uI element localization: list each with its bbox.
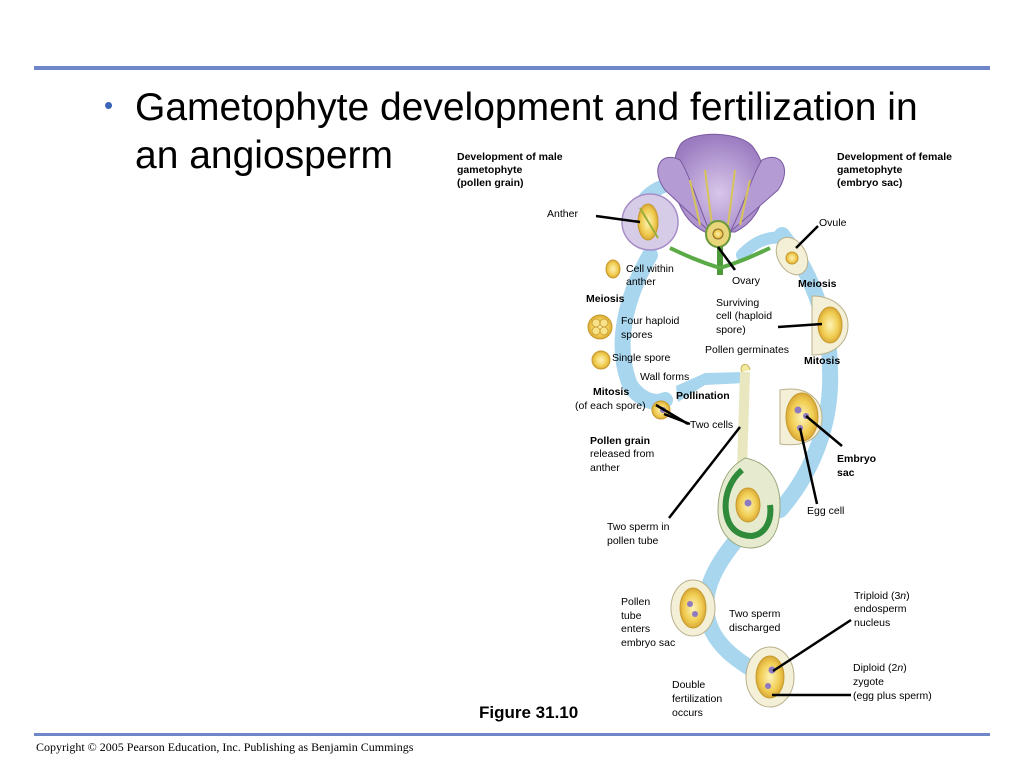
label-pollen-grain: Pollen grain: [590, 435, 650, 447]
label-single-spore: Single spore: [612, 352, 671, 364]
label-cell-within-anther-2: anther: [626, 276, 656, 288]
label-surviving-2: cell (haploid: [716, 310, 772, 322]
leader-lines: [595, 214, 852, 697]
label-double-fert-2: fertilization: [672, 693, 722, 705]
pollination-arrow: [676, 372, 745, 402]
label-diploid-3: (egg plus sperm): [853, 690, 932, 702]
label-mitosis-each-2: (of each spore): [575, 400, 646, 412]
label-mitosis-each-1: Mitosis: [593, 386, 629, 398]
label-pollen-germinates: Pollen germinates: [705, 344, 789, 356]
label-tube-enters-4: embryo sac: [621, 637, 675, 649]
label-wall-forms: Wall forms: [640, 371, 689, 383]
label-two-sperm-discharged-2: discharged: [729, 622, 781, 634]
label-pollen-grain-2: released from: [590, 448, 654, 460]
female-heading-line-3: (embryo sac): [837, 177, 902, 189]
figure-number: Figure 31.10: [479, 703, 579, 722]
male-heading-line-2: gametophyte: [457, 164, 523, 176]
label-tube-enters-2: tube: [621, 610, 642, 622]
female-development-cells: [779, 295, 849, 446]
label-surviving-1: Surviving: [716, 297, 759, 309]
label-diploid-1: Diploid (2n): [853, 662, 907, 674]
label-egg-cell: Egg cell: [807, 505, 844, 517]
label-four-haploid-2: spores: [621, 329, 653, 341]
label-triploid-2: endosperm: [854, 603, 907, 615]
fertilization-ovules: [670, 579, 795, 708]
male-heading-line-1: Development of male: [457, 151, 563, 163]
label-diploid-2: zygote: [853, 676, 884, 688]
label-embryo-sac-1: Embryo: [837, 453, 876, 465]
top-divider: [34, 66, 990, 70]
label-embryo-sac-2: sac: [837, 467, 855, 479]
label-triploid-3: nucleus: [854, 617, 890, 629]
label-surviving-3: spore): [716, 324, 746, 336]
label-tube-enters-1: Pollen: [621, 596, 650, 608]
label-two-sperm-tube-2: pollen tube: [607, 535, 659, 547]
label-two-sperm-tube-1: Two sperm in: [607, 521, 670, 533]
label-double-fert-1: Double: [672, 679, 705, 691]
bullet-marker: •: [104, 90, 114, 120]
label-triploid-1: Triploid (3n): [854, 590, 910, 602]
flower-illustration: [657, 133, 786, 275]
male-heading-line-3: (pollen grain): [457, 177, 524, 189]
label-two-sperm-discharged-1: Two sperm: [729, 608, 781, 620]
label-tube-enters-3: enters: [621, 623, 650, 635]
copyright-footer: Copyright © 2005 Pearson Education, Inc.…: [36, 740, 414, 754]
label-ovule: Ovule: [819, 217, 847, 229]
label-meiosis-right: Meiosis: [798, 278, 837, 290]
anther-closeup: [621, 193, 679, 251]
ovule-closeup: [775, 236, 809, 276]
female-heading-line-2: gametophyte: [837, 164, 903, 176]
label-two-cells: Two cells: [690, 419, 733, 431]
pollen-tube-illustration: [717, 363, 781, 549]
label-pollination: Pollination: [676, 390, 730, 402]
slide-title: Gametophyte development and fertilizatio…: [135, 86, 918, 177]
label-four-haploid-1: Four haploid: [621, 315, 680, 327]
bottom-divider: [34, 733, 990, 736]
label-double-fert-3: occurs: [672, 707, 703, 719]
label-mitosis-right: Mitosis: [804, 355, 840, 367]
female-heading-line-1: Development of female: [837, 151, 952, 163]
label-cell-within-anther-1: Cell within: [626, 263, 674, 275]
label-anther: Anther: [547, 208, 578, 220]
diagram-labels: Development of male gametophyte (pollen …: [457, 151, 952, 719]
male-development-cells: [587, 259, 671, 420]
label-ovary: Ovary: [732, 275, 761, 287]
label-meiosis-left: Meiosis: [586, 293, 625, 305]
label-pollen-grain-3: anther: [590, 462, 620, 474]
